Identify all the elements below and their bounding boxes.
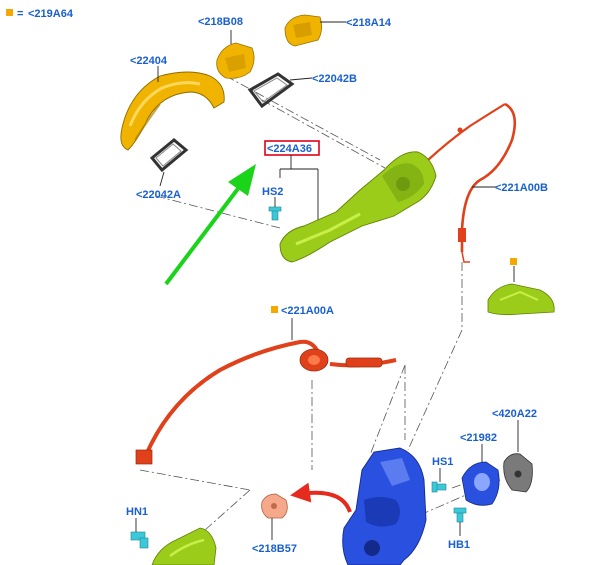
label-221A00B: <221A00B [495, 182, 548, 194]
legend-ref: <219A64 [28, 8, 74, 20]
label-21982: <21982 [460, 432, 497, 444]
door-handle-22404 [120, 71, 225, 151]
bolt-HB1 [453, 507, 467, 523]
label-HS2: HS2 [262, 186, 283, 198]
legend-equals: = [17, 8, 23, 20]
latch-assembly [342, 447, 427, 565]
part-21982 [461, 461, 500, 506]
marker-small-bracket [510, 258, 517, 265]
clip-218B57 [261, 493, 288, 519]
label-218B08: <218B08 [198, 16, 243, 28]
label-HN1: HN1 [126, 506, 148, 518]
mount-bracket-bottom [151, 527, 217, 565]
nut-HN1 [130, 531, 149, 549]
handle-cap-218B08 [216, 42, 255, 79]
label-420A22: <420A22 [492, 408, 537, 420]
legend-marker [6, 9, 13, 16]
label-22404: <22404 [130, 55, 168, 67]
label-224A36: <224A36 [267, 143, 312, 155]
part-420A22 [503, 453, 533, 493]
cable-221A00B [427, 102, 517, 263]
label-22042A: <22042A [136, 189, 181, 201]
handle-cap-218A14 [284, 14, 322, 47]
label-HB1: HB1 [448, 539, 470, 551]
label-221A00A: <221A00A [281, 305, 334, 317]
label-HS1: HS1 [432, 456, 453, 468]
screw-HS1 [431, 481, 447, 493]
label-22042B: <22042B [312, 73, 357, 85]
gasket-22042A [149, 138, 189, 173]
small-bracket [487, 283, 555, 316]
cable-221A00A [135, 339, 397, 465]
highlight-box-224A36 [264, 140, 320, 156]
screw-HS2 [268, 206, 282, 221]
bracket-224A36 [279, 151, 437, 263]
rotation-arrow [290, 482, 352, 513]
marker-221A00A [271, 306, 278, 313]
label-218A14: <218A14 [346, 17, 392, 29]
label-218B57: <218B57 [252, 543, 297, 555]
gasket-22042B [247, 72, 295, 109]
pointer-arrow [164, 164, 256, 286]
